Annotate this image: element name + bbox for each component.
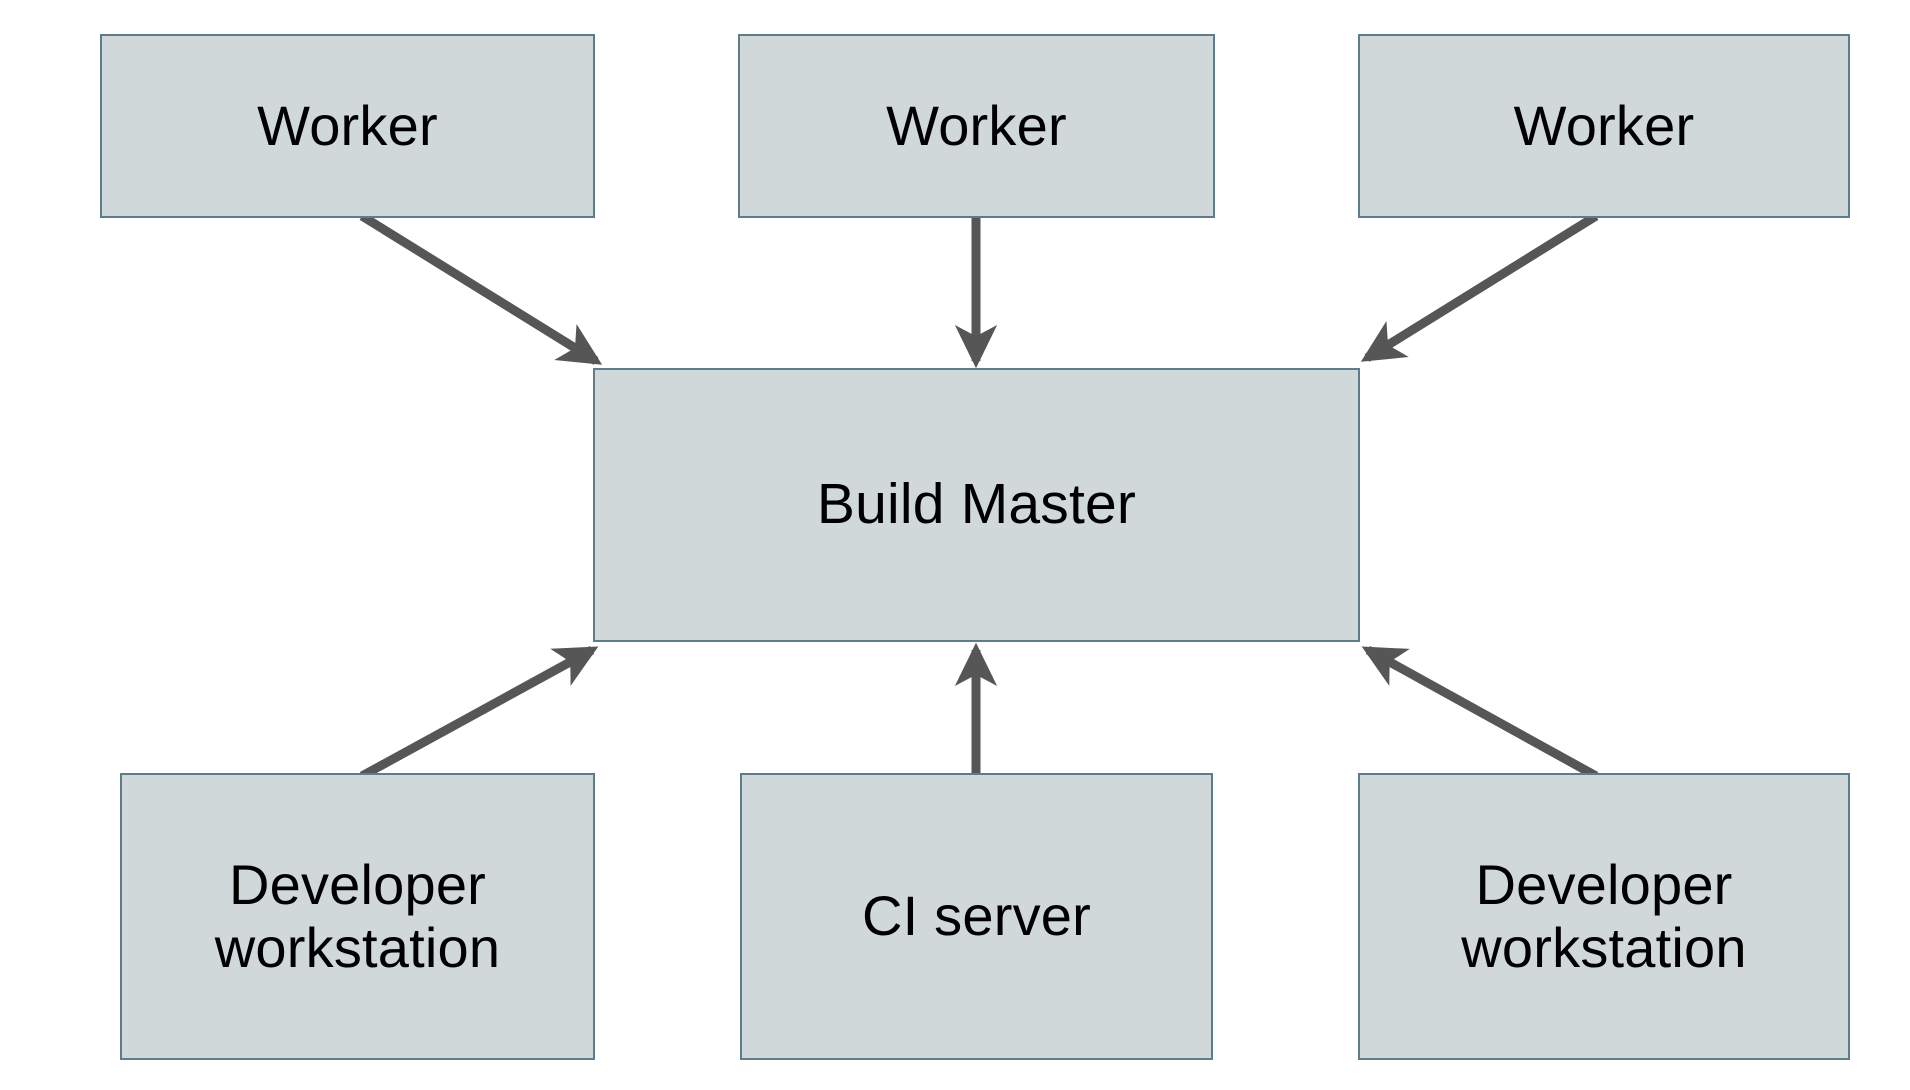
node-worker-3[interactable]: Worker bbox=[1358, 34, 1850, 218]
node-developer-workstation-left[interactable]: Developer workstation bbox=[120, 773, 595, 1060]
node-label: Developer workstation bbox=[214, 852, 501, 979]
edge-developer-left-to-master bbox=[359, 646, 599, 780]
edge-worker-1-to-master bbox=[359, 212, 603, 365]
edge-developer-right-to-master bbox=[1361, 646, 1599, 780]
node-build-master[interactable]: Build Master bbox=[593, 368, 1360, 642]
node-label: CI server bbox=[862, 884, 1091, 948]
node-ci-server[interactable]: CI server bbox=[740, 773, 1213, 1060]
node-label: Worker bbox=[1513, 93, 1695, 157]
node-label: Build Master bbox=[816, 472, 1137, 537]
node-label: Worker bbox=[886, 93, 1067, 157]
node-label: Worker bbox=[257, 93, 438, 157]
node-worker-2[interactable]: Worker bbox=[738, 34, 1215, 218]
node-label: Developer workstation bbox=[1461, 852, 1747, 979]
edge-worker-3-to-master bbox=[1360, 212, 1599, 362]
node-developer-workstation-right[interactable]: Developer workstation bbox=[1358, 773, 1850, 1060]
node-worker-1[interactable]: Worker bbox=[100, 34, 595, 218]
